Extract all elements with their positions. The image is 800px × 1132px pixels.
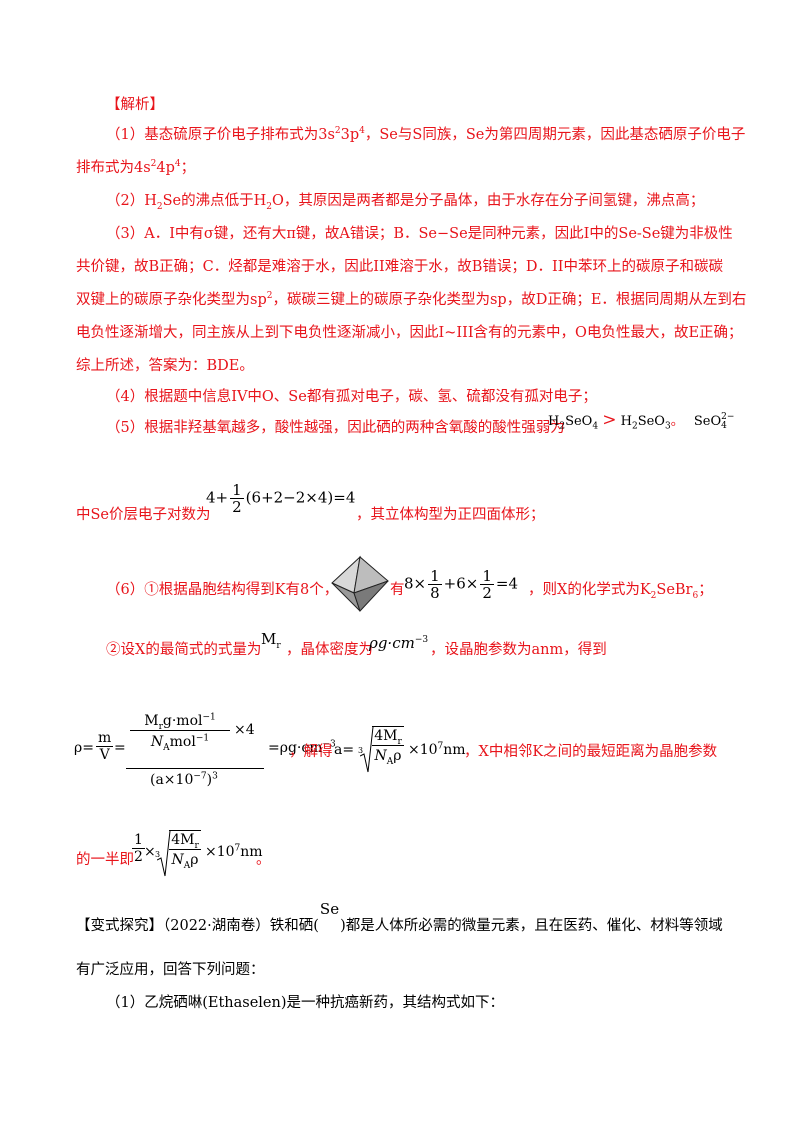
answer-line-3c: 双键上的碳原子杂化类型为sp2，碳碳三键上的碳原子杂化类型为sp，故D正确；E．…	[76, 291, 747, 308]
answer-line-5b: 中Se价层电子对数为	[76, 507, 211, 523]
variant-question-line-1: 【变式探究】（2022·湖南卷）铁和硒(Se)都是人体所必需的微量元素，且在医药…	[76, 900, 723, 934]
variant-question-line-2: 有广泛应用，回答下列问题：	[76, 962, 265, 978]
answer-line-7-mid: ，晶体密度为	[286, 642, 373, 658]
answer-line-2: （2）H2Se的沸点低于H2O，其原因是两者都是分子晶体，由于水存在分子间氢键，…	[106, 193, 705, 212]
answer-line-7-tail: ，设晶胞参数为anm，得到	[430, 642, 607, 658]
answer-line-6: （6）①根据晶胞结构得到K有8个，	[106, 582, 339, 598]
answer-line-8-solve: ，解得	[289, 744, 333, 760]
answer-line-3a: （3）A．I中有σ键，还有大π键，故A错误；B．Se−Se是同种元素，因此I中的…	[106, 226, 733, 242]
mr-symbol: Mr	[261, 630, 281, 651]
answer-line-3e: 综上所述，答案为：BDE。	[76, 358, 254, 374]
answer-line-1a: （1）基态硫原子价电子排布式为3s23p4，Se与S同族，Se为第四周期元素，因…	[106, 126, 746, 143]
density-symbol: ρg·cm−3	[369, 634, 429, 652]
answer-line-8-tail: ，X中相邻K之间的最短距离为晶胞参数	[464, 744, 718, 760]
answer-line-3b: 共价键，故B正确；C．烃都是难溶于水，因此II难溶于水，故B错误；D．II中苯环…	[76, 259, 723, 275]
answer-line-3d: 电负性逐渐增大，同主族从上到下电负性逐渐减小，因此I~III含有的元素中，O电负…	[76, 325, 743, 341]
answer-line-5: （5）根据非羟基氧越多，酸性越强，因此硒的两种含氧酸的酸性强弱为	[106, 420, 565, 436]
answer-line-1b: 排布式为4s24p4；	[76, 159, 196, 176]
answer-line-6-tail: ，则X的化学式为K2SeBr6；	[528, 582, 713, 601]
variant-question-line-3: （1）乙烷硒啉(Ethaselen)是一种抗癌新药，其结构式如下：	[106, 995, 505, 1011]
analysis-heading: 【解析】	[106, 97, 164, 113]
answer-line-4: （4）根据题中信息IV中O、Se都有孤对电子，碳、氢、硫都没有孤对电子；	[106, 389, 597, 405]
cell-parameter-formula: a= 3 4Mr NAρ ×107nm	[334, 724, 466, 784]
answer-line-6-you: 有	[390, 582, 405, 598]
octahedron-figure	[330, 555, 390, 613]
answer-line-9: 的一半即	[76, 852, 134, 868]
answer-line-5b-tail: ，其立体构型为正四面体形；	[356, 507, 545, 523]
answer-line-9-end: 。	[256, 852, 271, 868]
answer-line-7: ②设X的最简式的式量为	[106, 642, 262, 658]
